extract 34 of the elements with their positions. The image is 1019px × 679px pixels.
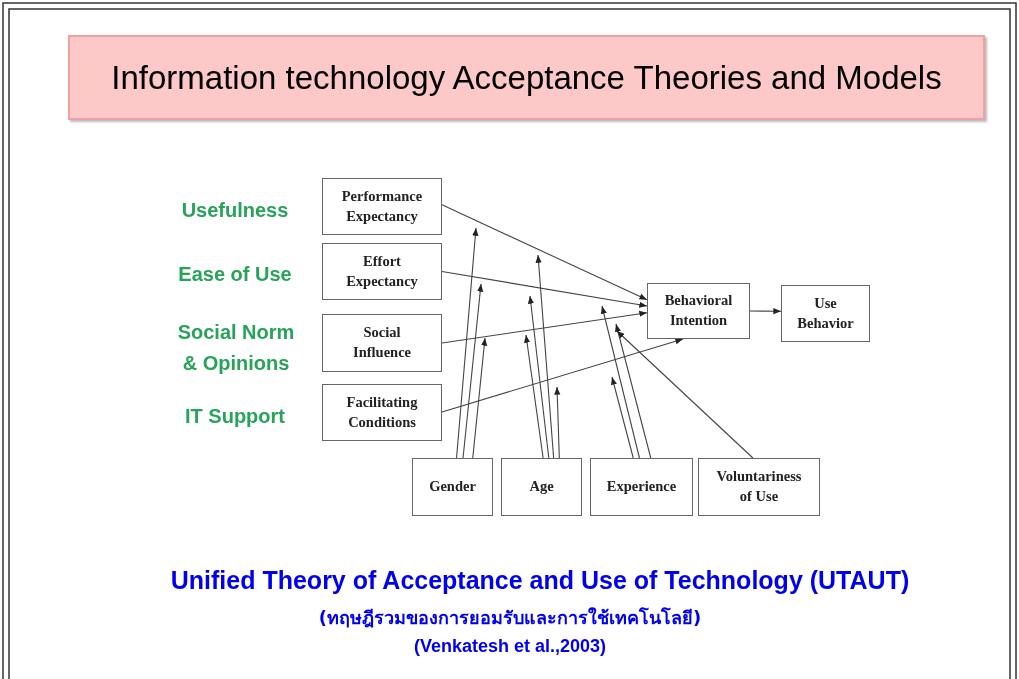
- construct-box: Performance Expectancy: [322, 178, 442, 235]
- arrow: [462, 283, 484, 459]
- moderator-box: Experience: [590, 458, 693, 516]
- arrow: [441, 270, 648, 308]
- factor-label: Ease of Use: [177, 262, 293, 287]
- arrow: [441, 204, 648, 301]
- arrow: [749, 308, 782, 315]
- arrow: [456, 227, 479, 459]
- construct-box: Facilitating Conditions: [322, 384, 442, 441]
- construct-box: Use Behavior: [781, 285, 870, 342]
- arrow: [600, 305, 640, 459]
- arrow: [554, 386, 561, 459]
- subtitle-text: (ทฤษฎีรวมของการยอมรับและการใช้เทคโนโลยี): [317, 606, 703, 630]
- moderator-box: Voluntariness of Use: [698, 458, 820, 516]
- factor-label: Usefulness: [180, 198, 290, 223]
- construct-box: Behavioral Intention: [647, 283, 750, 339]
- arrow: [524, 334, 544, 459]
- citation-text: (Venkatesh et al.,2003): [412, 635, 608, 658]
- arrow: [441, 338, 684, 413]
- arrow: [441, 310, 648, 344]
- arrow: [535, 254, 555, 459]
- arrow: [527, 295, 550, 459]
- moderator-box: Age: [501, 458, 582, 516]
- caption-text: Unified Theory of Acceptance and Use of Technology (UTAUT): [169, 566, 911, 595]
- factor-label: Social Norm & Opinions: [176, 320, 296, 376]
- arrow: [472, 337, 488, 459]
- factor-label: IT Support: [184, 404, 286, 429]
- construct-box: Effort Expectancy: [322, 243, 442, 300]
- arrow: [611, 376, 634, 459]
- title-banner: Information technology Acceptance Theories and Models: [68, 35, 985, 120]
- construct-box: Social Influence: [322, 314, 442, 372]
- moderator-box: Gender: [412, 458, 493, 516]
- arrow: [614, 323, 652, 459]
- arrow: [616, 330, 754, 459]
